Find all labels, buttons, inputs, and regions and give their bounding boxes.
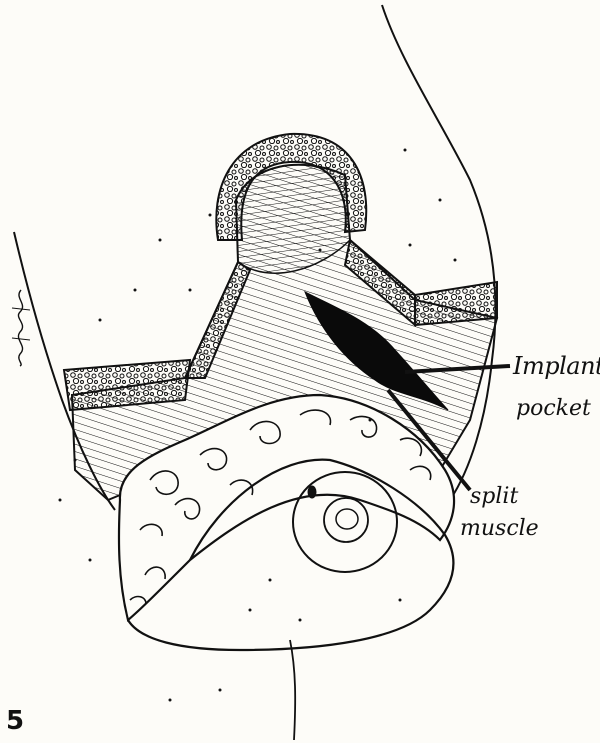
pocket-label: pocket: [516, 398, 591, 420]
figure-number: 5: [6, 706, 24, 736]
trunk-line: [290, 640, 295, 740]
fat-layer-right-horizontal: [415, 282, 497, 325]
artist-signature: [6, 288, 36, 368]
implant-label: Implant: [513, 354, 600, 378]
split-label: split: [470, 486, 518, 508]
muscle-label: muscle: [460, 518, 539, 540]
